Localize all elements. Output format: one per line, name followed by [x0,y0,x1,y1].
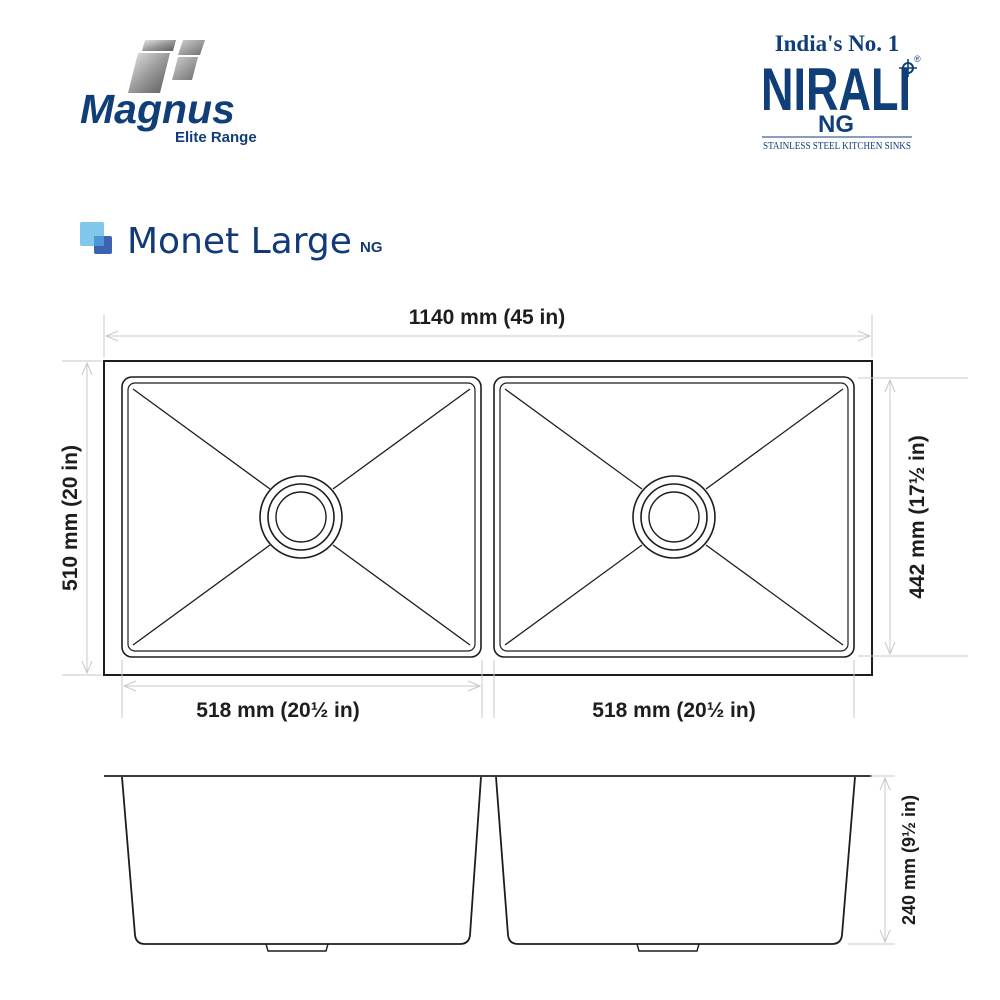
right-bowl-profile [495,776,856,945]
right-bowl-slopes [504,388,844,646]
left-drain-stub [265,943,329,952]
right-bowl-outer [493,376,855,658]
magnus-emblem-icon [128,40,205,93]
bowl-depth-front-dimension [858,377,968,657]
side-view [104,775,872,952]
registered-mark: ® [914,54,921,64]
left-bowl-profile [121,776,482,945]
right-drain-stub [636,943,700,952]
overall-height-label: 510 mm (20 in) [59,445,82,591]
product-suffix: NG [360,239,383,256]
magnus-brand-subtitle: Elite Range [175,129,257,146]
left-drain-outer [259,475,343,559]
overall-height-dimension [62,360,102,676]
left-bowl-outer [121,376,482,658]
magnus-brand-name: Magnus [80,86,235,132]
left-bowl-slopes [132,388,471,646]
overall-width-label: 1140 mm (45 in) [409,306,565,329]
nirali-tagline-bottom: STAINLESS STEEL KITCHEN SINKS [763,141,911,152]
sink-top-outline [103,360,873,676]
left-drain-hole [275,491,327,543]
right-drain-outer [632,475,716,559]
right-drain-hole [648,491,700,543]
nirali-logo: India's No. 1 NIRALI ® NG STAINLESS STEE… [761,31,921,152]
nirali-brand-name: NIRALI [761,56,911,123]
right-bowl [493,376,855,658]
bowl-width-dimensions [121,660,855,718]
nirali-sub-name: NG [818,111,854,138]
bowl-depth-label: 240 mm (9½ in) [899,795,919,925]
overlapping-squares-icon [80,222,112,254]
magnus-logo: Magnus Elite Range [80,40,257,146]
nirali-tagline-top: India's No. 1 [775,31,900,56]
right-bowl-inner [499,382,849,652]
bowl-depth-front-label: 442 mm (17½ in) [906,435,929,598]
left-bowl-width-label: 518 mm (20½ in) [196,699,359,722]
product-title: Monet Large NG [80,221,383,262]
product-name: Monet Large [127,221,352,262]
left-bowl-inner [127,382,476,652]
left-bowl [121,376,482,658]
overall-width-dimension [103,314,873,358]
bowl-depth-dimension [848,775,895,945]
nirali-star-icon [899,59,917,77]
right-bowl-width-label: 518 mm (20½ in) [592,699,755,722]
